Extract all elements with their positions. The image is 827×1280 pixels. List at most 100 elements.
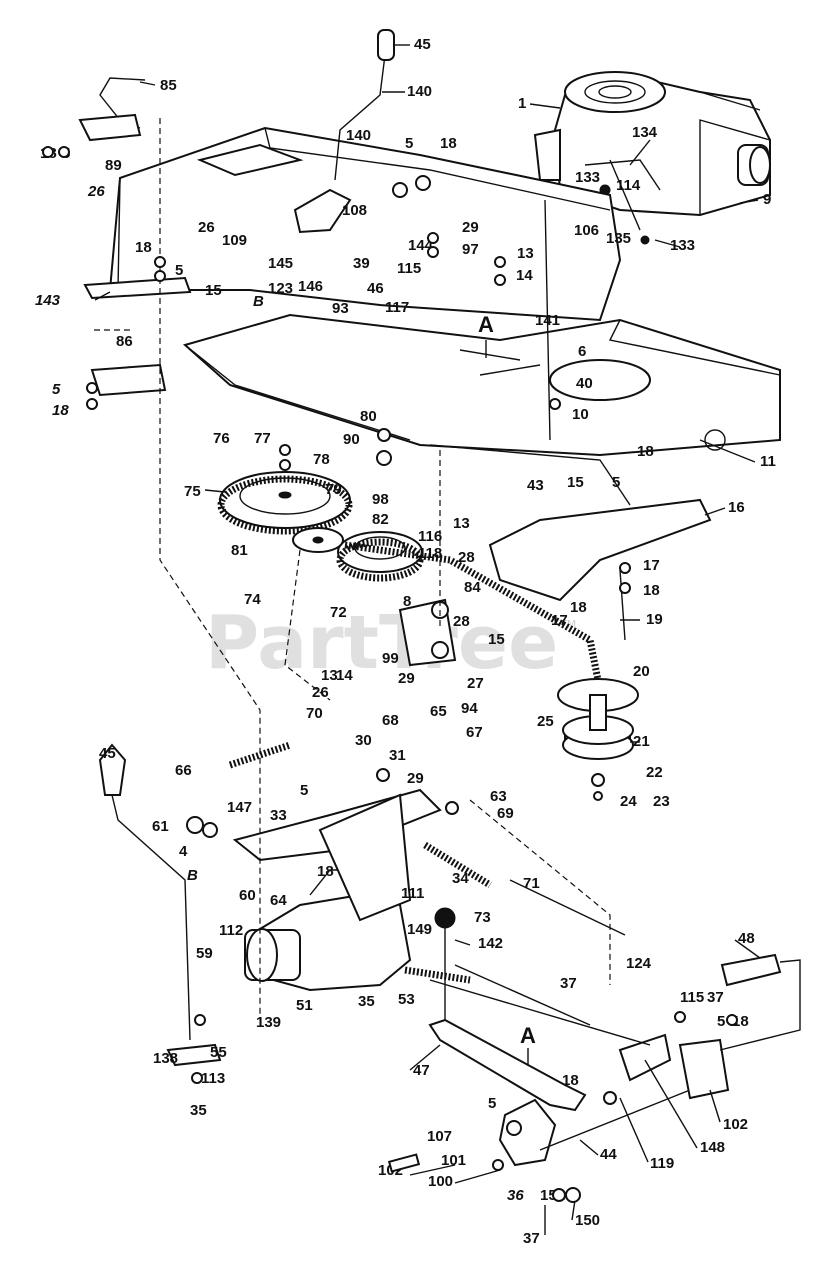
callout-43: 43 xyxy=(527,477,544,494)
callout-5-right-low: 5 xyxy=(717,1013,725,1030)
callout-21: 21 xyxy=(633,733,650,750)
callout-13-low: 13 xyxy=(321,667,338,684)
callout-44: 44 xyxy=(600,1146,617,1163)
callout-116: 116 xyxy=(418,528,442,545)
callout-20: 20 xyxy=(633,663,650,680)
callout-140-top: 140 xyxy=(407,83,432,100)
callout-68: 68 xyxy=(382,712,399,729)
callout-15-right: 15 xyxy=(567,474,584,491)
shift-lever-lower xyxy=(98,743,191,1041)
callout-135: 135 xyxy=(606,230,631,247)
callout-17-right: 17 xyxy=(643,557,660,574)
callout-65: 65 xyxy=(430,703,447,720)
callout-30: 30 xyxy=(355,732,372,749)
callout-26-low: 26 xyxy=(312,684,329,701)
brake-cable-bracket xyxy=(78,77,146,142)
callout-147: 147 xyxy=(227,799,252,816)
callout-8-mid: 8 xyxy=(403,593,411,610)
callout-86: 86 xyxy=(116,333,133,350)
callout-90: 90 xyxy=(343,431,360,448)
callout-19: 19 xyxy=(646,611,663,628)
drive-belt xyxy=(344,541,604,691)
callout-138: 138 xyxy=(153,1050,178,1067)
callout-47: 47 xyxy=(413,1062,430,1079)
callout-18-top: 18 xyxy=(440,135,457,152)
callout-6: 6 xyxy=(578,343,586,360)
callout-66: 66 xyxy=(175,762,192,779)
callout-5-low: 5 xyxy=(300,782,308,799)
callout-5-bottom: 5 xyxy=(488,1095,496,1112)
callout-72: 72 xyxy=(330,604,347,621)
callout-35-mid: 35 xyxy=(358,993,375,1010)
callout-26-left: 26 xyxy=(87,183,105,200)
idler-bracket xyxy=(398,598,457,667)
callout-labels: 45 85 140 1 134 140 5 18 18 5 89 133 114… xyxy=(35,36,776,1247)
callout-18-center: 18 xyxy=(570,599,587,616)
callout-22: 22 xyxy=(646,764,663,781)
callout-33: 33 xyxy=(270,807,287,824)
callout-46: 46 xyxy=(367,280,384,297)
dashed-guide-3 xyxy=(469,799,611,985)
leader-lines xyxy=(94,44,761,1235)
floor-pan xyxy=(182,313,781,457)
hardware-nuts xyxy=(42,146,738,1203)
callout-81: 81 xyxy=(231,542,248,559)
callout-100: 100 xyxy=(428,1173,453,1190)
callout-39: 39 xyxy=(353,255,370,272)
bolt-19 xyxy=(619,569,626,641)
callout-15-center: 15 xyxy=(488,631,505,648)
callout-16: 16 xyxy=(728,499,745,516)
callout-124: 124 xyxy=(626,955,652,972)
callout-85: 85 xyxy=(160,77,177,94)
callout-14-low: 14 xyxy=(336,667,353,684)
callout-45-low: 45 xyxy=(99,745,116,762)
callout-61: 61 xyxy=(152,818,169,835)
callout-148: 148 xyxy=(700,1139,725,1156)
callout-134: 134 xyxy=(632,124,658,141)
callout-59: 59 xyxy=(196,945,213,962)
callout-119: 119 xyxy=(650,1155,674,1172)
pulley-82 xyxy=(336,531,424,582)
callout-74: 74 xyxy=(244,591,261,608)
callout-146: 146 xyxy=(298,278,323,295)
mount-plate xyxy=(429,444,712,602)
engine-bolt-rod xyxy=(544,199,551,441)
dashed-guide-1 xyxy=(159,118,261,1020)
shift-lever-upper xyxy=(293,29,395,234)
callout-99: 99 xyxy=(382,650,399,667)
callout-142: 142 xyxy=(478,935,503,952)
callout-36: 36 xyxy=(507,1187,524,1204)
watermark: PartTree xyxy=(205,600,558,686)
callout-115-top: 115 xyxy=(397,260,421,277)
left-bracket xyxy=(83,276,192,397)
spring-53 xyxy=(404,966,471,984)
callout-143: 143 xyxy=(35,292,61,309)
callout-18-left-low: 18 xyxy=(52,402,69,419)
callout-b-low: B xyxy=(187,867,198,884)
transaxle xyxy=(244,869,412,992)
callout-140-mid: 140 xyxy=(346,127,371,144)
callout-117: 117 xyxy=(385,299,409,316)
callout-133-b: 133 xyxy=(670,237,695,254)
callout-11: 11 xyxy=(760,453,776,470)
callout-109: 109 xyxy=(222,232,247,249)
callout-24: 24 xyxy=(620,793,637,810)
callout-89: 89 xyxy=(105,157,122,174)
callout-b-top: B xyxy=(253,293,264,310)
callout-13-top: 13 xyxy=(517,245,534,262)
callout-78: 78 xyxy=(313,451,330,468)
callout-115-low: 115 xyxy=(680,989,704,1006)
callout-14-top: 14 xyxy=(516,267,533,284)
callout-5-mid: 5 xyxy=(175,262,183,279)
callout-69: 69 xyxy=(497,805,514,822)
callout-112: 112 xyxy=(219,922,243,939)
spring-34 xyxy=(423,842,492,888)
callout-5-left-low: 5 xyxy=(52,381,61,398)
callout-18-right: 18 xyxy=(637,443,654,460)
callout-23: 23 xyxy=(653,793,670,810)
callout-60: 60 xyxy=(239,887,256,904)
callout-34: 34 xyxy=(452,870,469,887)
callout-15-top: 15 xyxy=(205,282,222,299)
spring-66 xyxy=(228,741,292,769)
